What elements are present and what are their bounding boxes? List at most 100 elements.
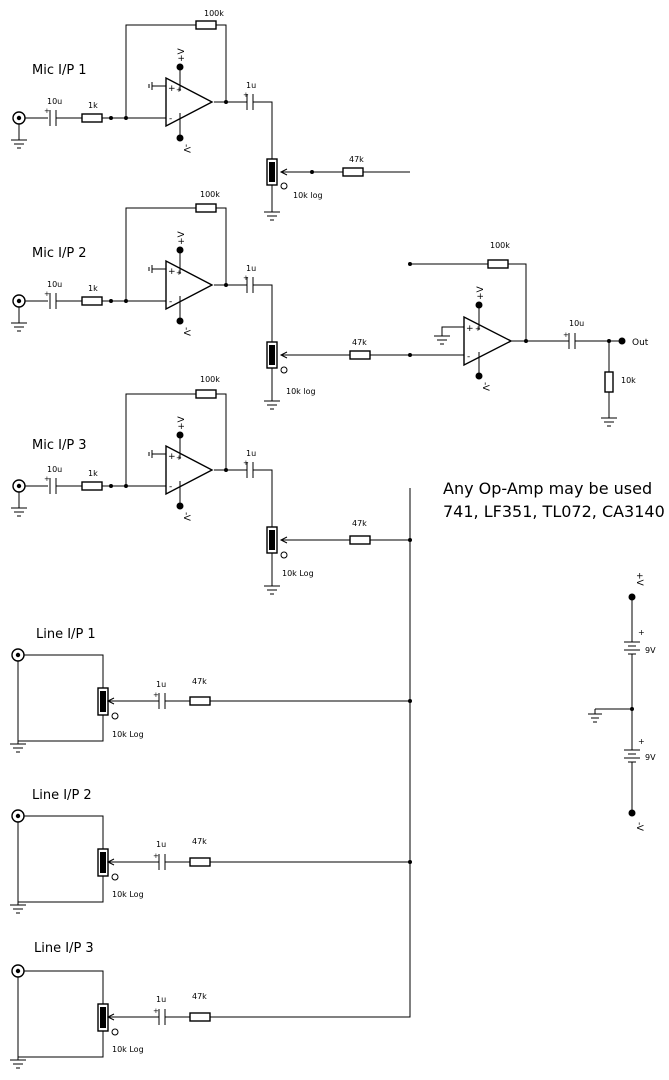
battery-icon: + 9V [624,737,656,763]
line-input-1: Line I/P 1 10k Log + 1u 47k [10,627,410,753]
svg-text:+: + [563,331,569,339]
battery-top-value: 9V [645,646,656,655]
volume-potentiometer: 10k log [264,158,343,221]
feedback-resistor: 100k [195,9,224,30]
svg-text:+: + [153,852,159,860]
load-resistor-value: 10k [621,376,636,385]
mixer-stage: 100k + - + +V -V + 10u 10k Out [410,241,649,427]
line-input-2: Line I/P 2 10k Log + 1u 47k [10,788,410,914]
op-amp-triangle: + - + +V -V [463,285,513,392]
svg-text:+: + [44,475,50,483]
output-capacitor-value: 10u [569,319,584,328]
volume-potentiometer: 10k Log [97,687,144,739]
mixer-plus-sign: + [466,324,474,334]
mixer-feedback-resistor-value: 100k [490,241,510,250]
volume-potentiometer: 10k Log [264,526,350,595]
line-input-label: Line I/P 2 [32,788,92,803]
mix-resistor-value: 47k [352,519,367,528]
output-terminal: Out [618,337,649,348]
coupling-capacitor-value: 1u [156,840,166,849]
battery-bottom-value: 9V [645,753,656,762]
coupling-capacitor-value: 1u [246,264,256,273]
mixer-minus-sign: - [467,352,470,362]
feedback-resistor: 100k [195,375,220,399]
potentiometer-value: 10k Log [112,730,144,739]
input-capacitor: + 10u [44,97,82,126]
input-resistor-value: 1k [88,284,98,293]
coupling-capacitor-value: 1u [246,449,256,458]
battery-plus-sign: + [638,737,645,746]
mixer-positive-supply-label: +V [476,285,486,300]
svg-text:+: + [243,91,249,99]
coupling-capacitor: + 1u [108,680,190,709]
op-amp-minus-sign: - [169,114,172,124]
volume-potentiometer: 10k Log [97,848,144,899]
mix-resistor-value: 47k [192,677,207,686]
op-amp-triangle: + - + +V -V [148,230,214,337]
op-amp-minus-sign: - [169,297,172,307]
input-jack-icon [10,809,104,914]
output-capacitor: + 10u [511,319,622,349]
mix-resistor: 47k [189,677,410,706]
op-amp-triangle: + - + +V -V [148,47,214,154]
svg-text:+: + [243,459,249,467]
mix-resistor-value: 47k [192,992,207,1001]
mix-resistor: 47k [349,519,410,545]
coupling-capacitor: + 1u [108,995,190,1025]
feedback-resistor-value: 100k [200,190,220,199]
negative-supply-label: -V [181,512,191,522]
input-resistor-value: 1k [88,469,98,478]
feedback-resistor-value: 100k [200,375,220,384]
op-amp-plus-sign: + [168,267,176,277]
output-label: Out [632,338,649,348]
svg-text:+: + [176,454,182,462]
mixer-negative-supply-label: -V [480,382,490,392]
svg-text:+: + [475,325,481,333]
input-resistor: 1k [81,469,103,491]
line-input-label: Line I/P 1 [36,627,96,642]
op-amp-plus-sign: + [168,452,176,462]
potentiometer-value: 10k log [286,387,316,396]
supply-positive-label: +V [634,572,644,587]
mix-resistor: 47k [349,338,410,360]
svg-text:+: + [153,691,159,699]
mix-resistor: 47k [189,837,410,867]
svg-text:+: + [176,269,182,277]
input-jack-icon [11,479,48,517]
op-amp-triangle: + - + +V -V [148,415,214,522]
potentiometer-value: 10k Log [112,890,144,899]
power-supply: +V + 9V + 9V -V [588,572,656,832]
op-amp-plus-sign: + [168,84,176,94]
input-capacitor-value: 10u [47,465,62,474]
coupling-capacitor-value: 1u [156,995,166,1004]
svg-text:+: + [176,86,182,94]
coupling-capacitor-value: 1u [246,81,256,90]
mic-input-label: Mic I/P 1 [32,63,87,78]
line-input-label: Line I/P 3 [34,941,94,956]
svg-text:+: + [243,274,249,282]
battery-plus-sign: + [638,628,645,637]
coupling-capacitor: + 1u [243,264,273,342]
potentiometer-value: 10k Log [112,1045,144,1054]
load-resistor: 10k [601,341,636,427]
input-jack-icon [10,648,104,753]
input-capacitor: + 10u [44,465,82,494]
negative-supply-label: -V [181,327,191,337]
battery-icon: + 9V [624,628,656,655]
feedback-resistor: 100k [195,190,220,213]
mix-resistor-value: 47k [192,837,207,846]
op-amp-minus-sign: - [169,482,172,492]
coupling-capacitor-value: 1u [156,680,166,689]
potentiometer-value: 10k log [293,191,323,200]
positive-supply-label: +V [177,230,187,245]
mix-resistor-value: 47k [349,155,364,164]
mic-stage-2: Mic I/P 2 + 10u 1k 100k + - + +V [11,190,410,410]
positive-supply-label: +V [177,47,187,62]
note-line-2: 741, LF351, TL072, CA3140 [443,502,665,521]
mix-resistor-value: 47k [352,338,367,347]
svg-text:+: + [44,107,50,115]
mic-input-label: Mic I/P 3 [32,438,87,453]
mix-resistor: 47k [342,155,410,177]
supply-negative-label: -V [634,822,644,832]
